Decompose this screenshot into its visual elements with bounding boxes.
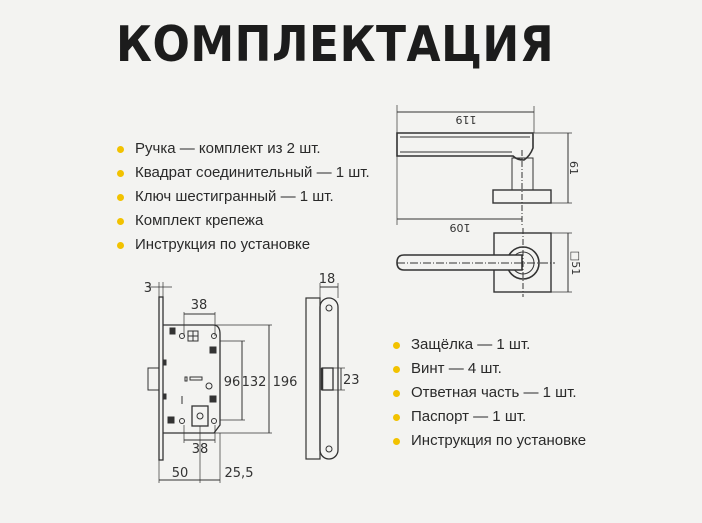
dim-depth: 25,5 bbox=[225, 466, 254, 481]
list-item-label: Паспорт — 1 шт. bbox=[411, 408, 527, 425]
bullet-icon bbox=[117, 217, 124, 225]
list-item: Комплект крепежа bbox=[117, 209, 370, 233]
list-item: Винт — 4 шт. bbox=[393, 357, 586, 381]
dim-132: 132 bbox=[242, 375, 267, 390]
list-item: Инструкция по установке bbox=[393, 429, 586, 453]
bullet-icon bbox=[393, 413, 400, 421]
lock-front-view bbox=[147, 282, 272, 483]
dim-plate-thickness: 3 bbox=[144, 281, 152, 296]
handle-side-view bbox=[396, 105, 572, 225]
list-item-label: Винт — 4 шт. bbox=[411, 360, 502, 377]
bullet-icon bbox=[393, 341, 400, 349]
dim-bottom-spacing: 38 bbox=[192, 442, 209, 457]
list-item: Инструкция по установке bbox=[117, 233, 370, 257]
list-item-label: Комплект крепежа bbox=[135, 212, 264, 229]
list-item-label: Инструкция по установке bbox=[135, 236, 311, 253]
list-item: Ключ шестигранный — 1 шт. bbox=[117, 185, 370, 209]
dim-plate-width: 18 bbox=[319, 272, 336, 287]
dim-top-spacing: 38 bbox=[191, 298, 208, 313]
dim-196: 196 bbox=[273, 375, 298, 390]
list-item-label: Квадрат соединительный — 1 шт. bbox=[135, 164, 370, 181]
dim-handle-height: 61 bbox=[567, 161, 580, 175]
page-title: КОМПЛЕКТАЦИЯ bbox=[116, 16, 555, 74]
dim-handle-reach: 109 bbox=[450, 221, 471, 234]
bullet-icon bbox=[117, 169, 124, 177]
list-item-label: Ответная часть — 1 шт. bbox=[411, 384, 577, 401]
bullet-icon bbox=[393, 437, 400, 445]
lock-set-list: Защёлка — 1 шт. Винт — 4 шт. Ответная ча… bbox=[393, 333, 586, 453]
bullet-icon bbox=[393, 365, 400, 373]
list-item: Ответная часть — 1 шт. bbox=[393, 381, 586, 405]
dim-latch-height: 23 bbox=[343, 373, 360, 388]
dim-handle-length: 119 bbox=[456, 113, 477, 126]
handle-front-view bbox=[396, 228, 572, 297]
list-item: Защёлка — 1 шт. bbox=[393, 333, 586, 357]
dim-96: 96 bbox=[224, 375, 241, 390]
list-item-label: Ручка — комплект из 2 шт. bbox=[135, 140, 321, 157]
bullet-icon bbox=[393, 389, 400, 397]
dim-handle-rose: □51 bbox=[569, 251, 582, 275]
lock-faceplate-view bbox=[305, 283, 345, 460]
handle-set-list: Ручка — комплект из 2 шт. Квадрат соедин… bbox=[117, 137, 370, 257]
bullet-icon bbox=[117, 145, 124, 153]
list-item-label: Ключ шестигранный — 1 шт. bbox=[135, 188, 334, 205]
list-item: Квадрат соединительный — 1 шт. bbox=[117, 161, 370, 185]
list-item: Ручка — комплект из 2 шт. bbox=[117, 137, 370, 161]
list-item-label: Защёлка — 1 шт. bbox=[411, 336, 531, 353]
bullet-icon bbox=[117, 241, 124, 249]
list-item-label: Инструкция по установке bbox=[411, 432, 587, 449]
bullet-icon bbox=[117, 193, 124, 201]
dim-backset: 50 bbox=[172, 466, 189, 481]
list-item: Паспорт — 1 шт. bbox=[393, 405, 586, 429]
